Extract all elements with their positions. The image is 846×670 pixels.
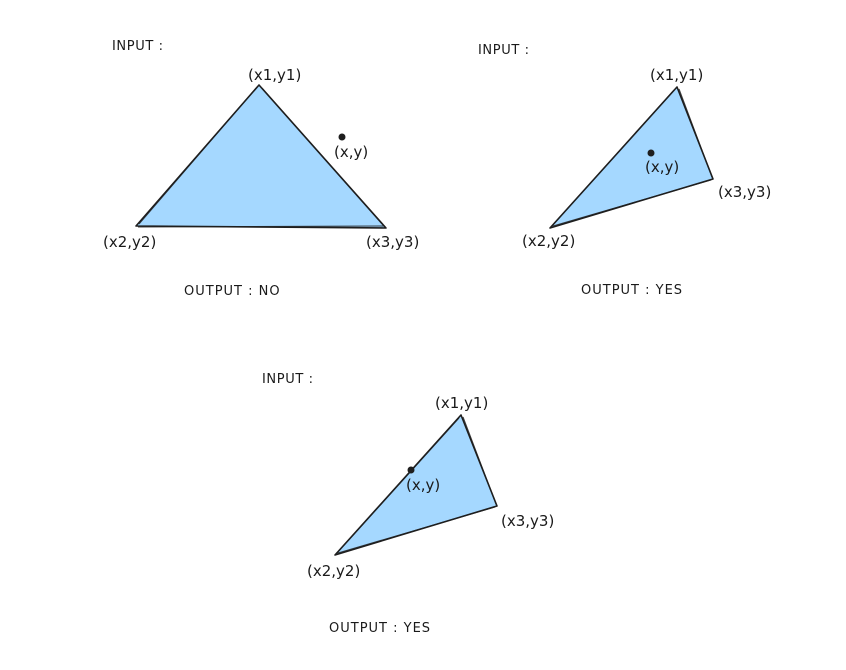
output-label: OUTPUT : YES — [581, 283, 683, 298]
output-label: OUTPUT : NO — [184, 284, 281, 299]
vertex-3-label: (x3,y3) — [718, 183, 771, 201]
vertex-1-label: (x1,y1) — [248, 66, 301, 84]
output-label: OUTPUT : YES — [329, 621, 431, 636]
vertex-2-label: (x2,y2) — [103, 233, 156, 251]
triangle — [549, 86, 714, 229]
point-label: (x,y) — [406, 476, 440, 494]
example-1: INPUT : (x1,y1) (x,y) (x2,y2) (x3,y3) OU… — [103, 39, 419, 299]
input-label: INPUT : — [112, 39, 164, 54]
query-point — [647, 149, 655, 157]
vertex-3-label: (x3,y3) — [501, 512, 554, 530]
example-2: INPUT : (x1,y1) (x,y) (x3,y3) (x2,y2) OU… — [478, 43, 771, 298]
vertex-3-label: (x3,y3) — [366, 233, 419, 251]
triangle-sketch-stroke — [336, 416, 497, 554]
triangle-sketch-stroke — [137, 86, 386, 228]
query-point — [407, 466, 415, 474]
query-point — [338, 133, 346, 141]
point-label: (x,y) — [645, 158, 679, 176]
input-label: INPUT : — [478, 43, 530, 58]
vertex-2-label: (x2,y2) — [522, 232, 575, 250]
example-3: INPUT : (x1,y1) (x,y) (x3,y3) (x2,y2) OU… — [262, 372, 554, 636]
vertex-1-label: (x1,y1) — [435, 394, 488, 412]
triangle-sketch-stroke — [551, 88, 713, 227]
vertex-2-label: (x2,y2) — [307, 562, 360, 580]
input-label: INPUT : — [262, 372, 314, 387]
point-label: (x,y) — [334, 143, 368, 161]
vertex-1-label: (x1,y1) — [650, 66, 703, 84]
